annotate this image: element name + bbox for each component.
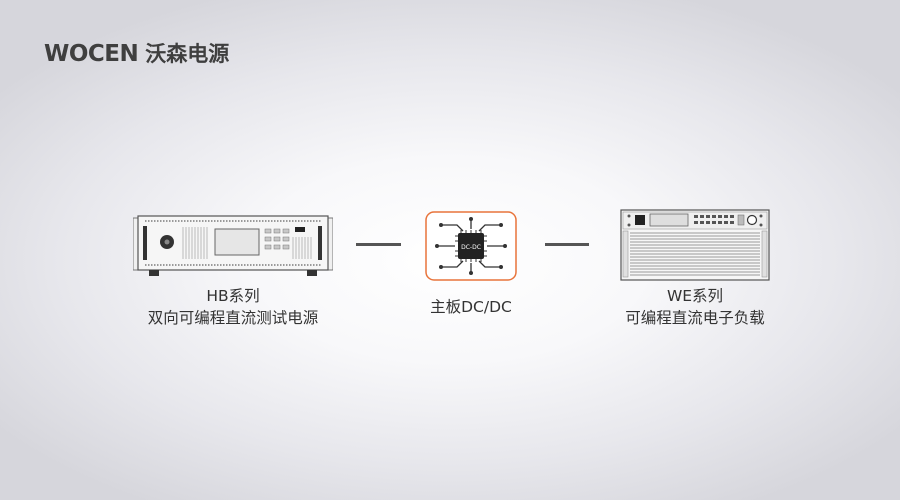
hb-caption: HB系列 双向可编程直流测试电源: [118, 285, 348, 329]
electronic-load-icon: [620, 209, 770, 281]
chip-label: DC-DC: [461, 244, 481, 251]
we-title: WE系列: [666, 287, 724, 305]
hb-subtitle: 双向可编程直流测试电源: [147, 309, 319, 327]
rack-power-supply-icon: [132, 215, 334, 276]
hb-title: HB系列: [206, 287, 260, 305]
circuit-board-chip-icon: DC-DC: [425, 211, 517, 281]
we-electronic-load: [620, 209, 770, 281]
board-title: 主板DC/DC: [430, 298, 512, 316]
logo-wordmark: WOCEN: [44, 40, 139, 67]
we-caption: WE系列 可编程直流电子负载: [590, 285, 800, 329]
logo-chinese-name: 沃森电源: [145, 41, 230, 66]
connector-line-right: [545, 243, 589, 246]
brand-logo: WOCEN 沃森电源: [44, 38, 229, 70]
dcdc-board: DC-DC: [425, 211, 517, 281]
hb-power-supply: [132, 213, 334, 277]
board-caption: 主板DC/DC: [400, 296, 542, 318]
we-subtitle: 可编程直流电子负载: [625, 309, 765, 327]
connector-line-left: [356, 243, 401, 246]
